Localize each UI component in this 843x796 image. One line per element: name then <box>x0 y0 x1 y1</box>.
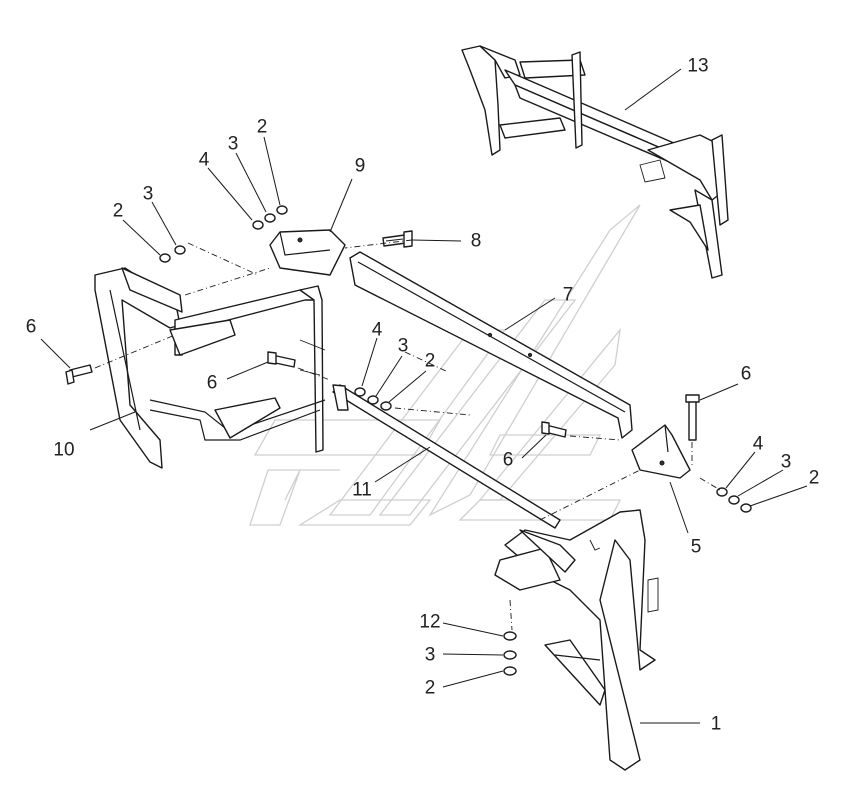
bracket-part-9 <box>269 229 346 276</box>
callout-10: 10 <box>53 440 74 461</box>
callout-7: 7 <box>563 285 574 306</box>
callout-2: 2 <box>425 678 436 699</box>
callout-4: 4 <box>753 434 764 455</box>
callout-3: 3 <box>143 184 154 205</box>
callout-6: 6 <box>26 317 37 338</box>
bolt-part-6-center <box>267 351 296 368</box>
callout-13: 13 <box>687 56 708 77</box>
channel-part-7 <box>349 251 633 439</box>
callout-2: 2 <box>809 468 820 489</box>
callout-3: 3 <box>398 336 409 357</box>
bolt-part-8 <box>382 230 413 248</box>
callout-6: 6 <box>741 364 752 385</box>
left-side-frame-part-10 <box>94 267 326 469</box>
leader-lines <box>40 68 808 724</box>
bolt-part-6-lower <box>541 421 567 438</box>
callout-9: 9 <box>355 156 366 177</box>
callout-3: 3 <box>425 645 436 666</box>
bracket-part-5 <box>631 424 691 479</box>
bolt-part-6-left <box>65 364 93 385</box>
callout-6: 6 <box>207 373 218 394</box>
callout-2: 2 <box>113 201 124 222</box>
callout-12: 12 <box>419 612 440 633</box>
callout-6: 6 <box>503 450 514 471</box>
callout-8: 8 <box>471 231 482 252</box>
callout-3: 3 <box>781 452 792 473</box>
right-side-frame-part-1 <box>494 509 659 771</box>
assembly-centerlines <box>94 239 721 631</box>
callout-3: 3 <box>228 134 239 155</box>
callout-2: 2 <box>425 351 436 372</box>
callout-1: 1 <box>711 714 722 735</box>
callout-4: 4 <box>372 320 383 341</box>
callout-2: 2 <box>257 117 268 138</box>
fasteners <box>159 205 752 676</box>
callout-11: 11 <box>352 480 372 501</box>
rod-part-11 <box>332 384 561 529</box>
callout-labels: 1 2 2 2 2 2 3 3 3 3 3 4 4 4 5 6 6 6 6 7 … <box>26 56 820 735</box>
bolt-part-6-right <box>685 394 700 441</box>
callout-4: 4 <box>199 150 210 171</box>
assembled-frame-part-13 <box>461 45 729 279</box>
callout-5: 5 <box>691 537 702 558</box>
